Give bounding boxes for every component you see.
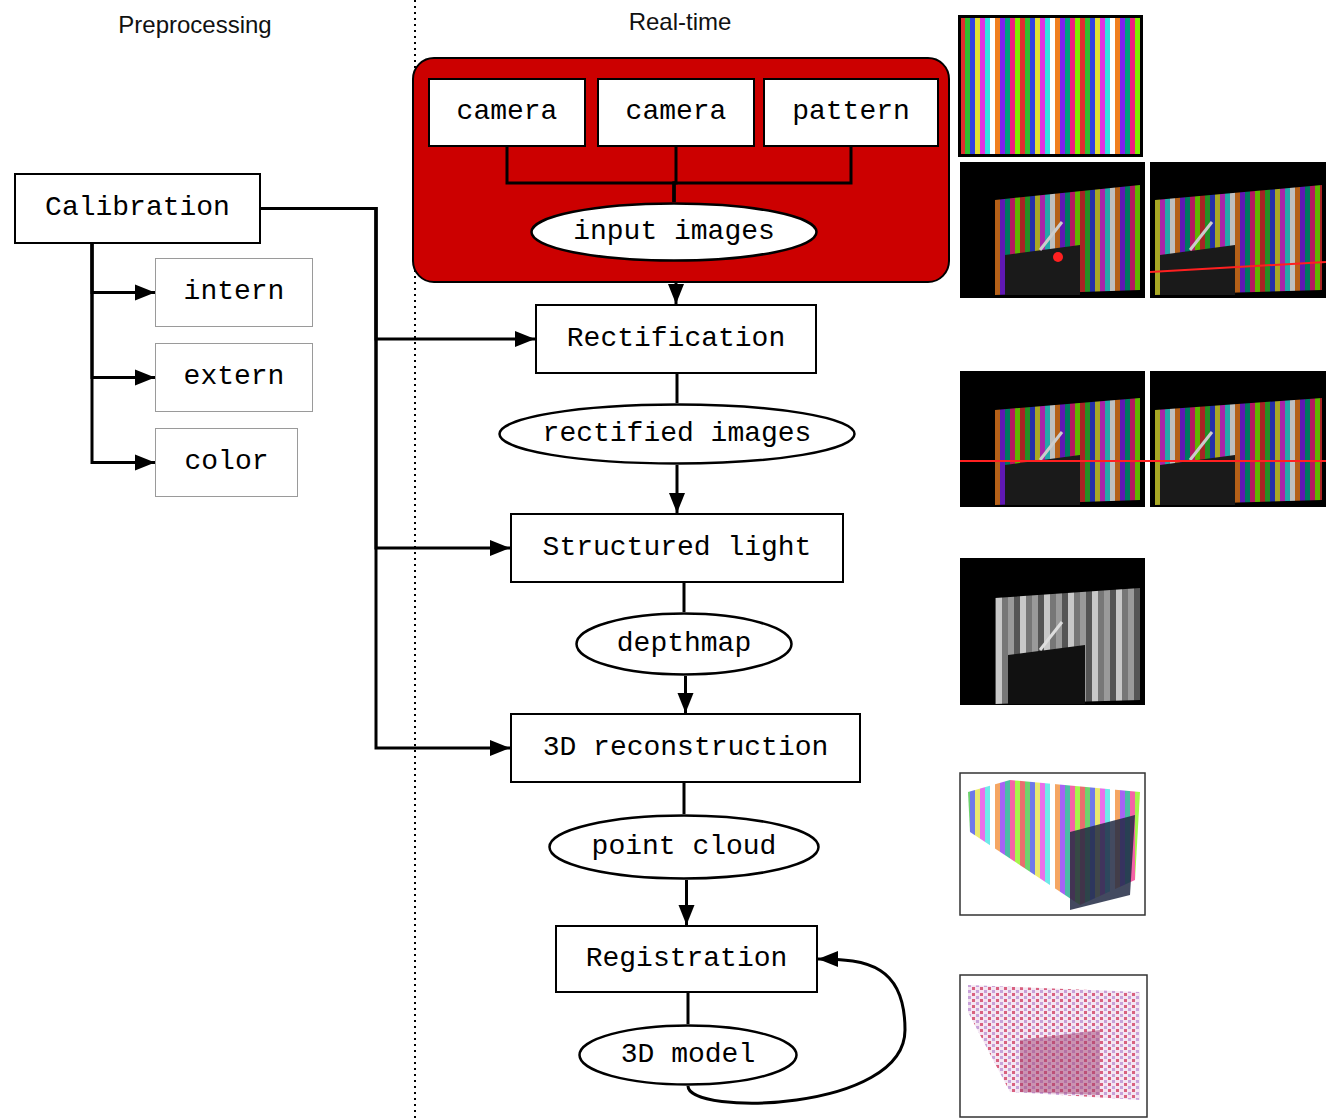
column-heading: Preprocessing (118, 11, 271, 40)
node-text: 3D reconstruction (543, 732, 829, 764)
process-box: Rectification (535, 304, 817, 374)
node-text: Structured light (543, 532, 812, 564)
node-text: pattern (792, 96, 910, 128)
process-box: 3D reconstruction (510, 713, 861, 783)
node-text: camera (457, 96, 558, 128)
process-box: camera (597, 78, 755, 147)
node-text: depthmap (617, 628, 751, 660)
ellipse-shape (532, 204, 817, 261)
ellipse-shape (577, 614, 792, 675)
flow-arrow (676, 465, 679, 513)
flow-arrow (92, 244, 155, 378)
ellipse-shape (500, 405, 855, 464)
column-heading: Real-time (629, 8, 732, 37)
flow-arrow (685, 880, 688, 925)
flow-arrow (507, 147, 674, 202)
flow-arrow (92, 244, 155, 293)
node-text: Rectification (567, 323, 785, 355)
data-ellipse: rectified images (498, 403, 856, 465)
input-image-pair (960, 162, 1326, 298)
process-box: Calibration (14, 173, 261, 244)
rectified-image-pair (960, 371, 1326, 507)
parameter-box: extern (155, 343, 313, 412)
data-ellipse: point cloud (548, 814, 820, 880)
node-text: color (184, 446, 268, 478)
node-text: point cloud (592, 831, 777, 863)
model-image (960, 975, 1147, 1117)
ellipse-shape (550, 816, 819, 879)
input-band: camera camera pattern input images (412, 57, 950, 283)
flow-arrow (674, 147, 851, 202)
node-text: Calibration (45, 192, 230, 224)
node-text: input images (573, 216, 775, 248)
process-box: pattern (763, 78, 939, 147)
parameter-box: color (155, 428, 298, 497)
ellipse-shape (580, 1026, 797, 1085)
data-ellipse: depthmap (575, 612, 793, 676)
pattern-image (958, 15, 1143, 157)
process-box: Structured light (510, 513, 844, 583)
process-box: camera (428, 78, 586, 147)
node-text: extern (184, 361, 285, 393)
node-text: camera (626, 96, 727, 128)
data-ellipse: input images (530, 202, 818, 262)
node-text: Registration (586, 943, 788, 975)
point-cloud-image (960, 773, 1145, 915)
process-box: Registration (555, 925, 818, 993)
data-ellipse: 3D model (578, 1024, 798, 1086)
flow-arrow (684, 676, 687, 713)
depthmap-image (960, 558, 1145, 705)
flow-arrow (683, 583, 686, 612)
flow-arrow (92, 244, 155, 463)
flow-arrow (676, 374, 679, 403)
node-text: rectified images (543, 418, 812, 450)
flow-arrow (683, 783, 686, 814)
node-text: intern (184, 276, 285, 308)
node-text: 3D model (621, 1039, 755, 1071)
parameter-box: intern (155, 258, 313, 327)
flow-arrow (687, 993, 690, 1024)
